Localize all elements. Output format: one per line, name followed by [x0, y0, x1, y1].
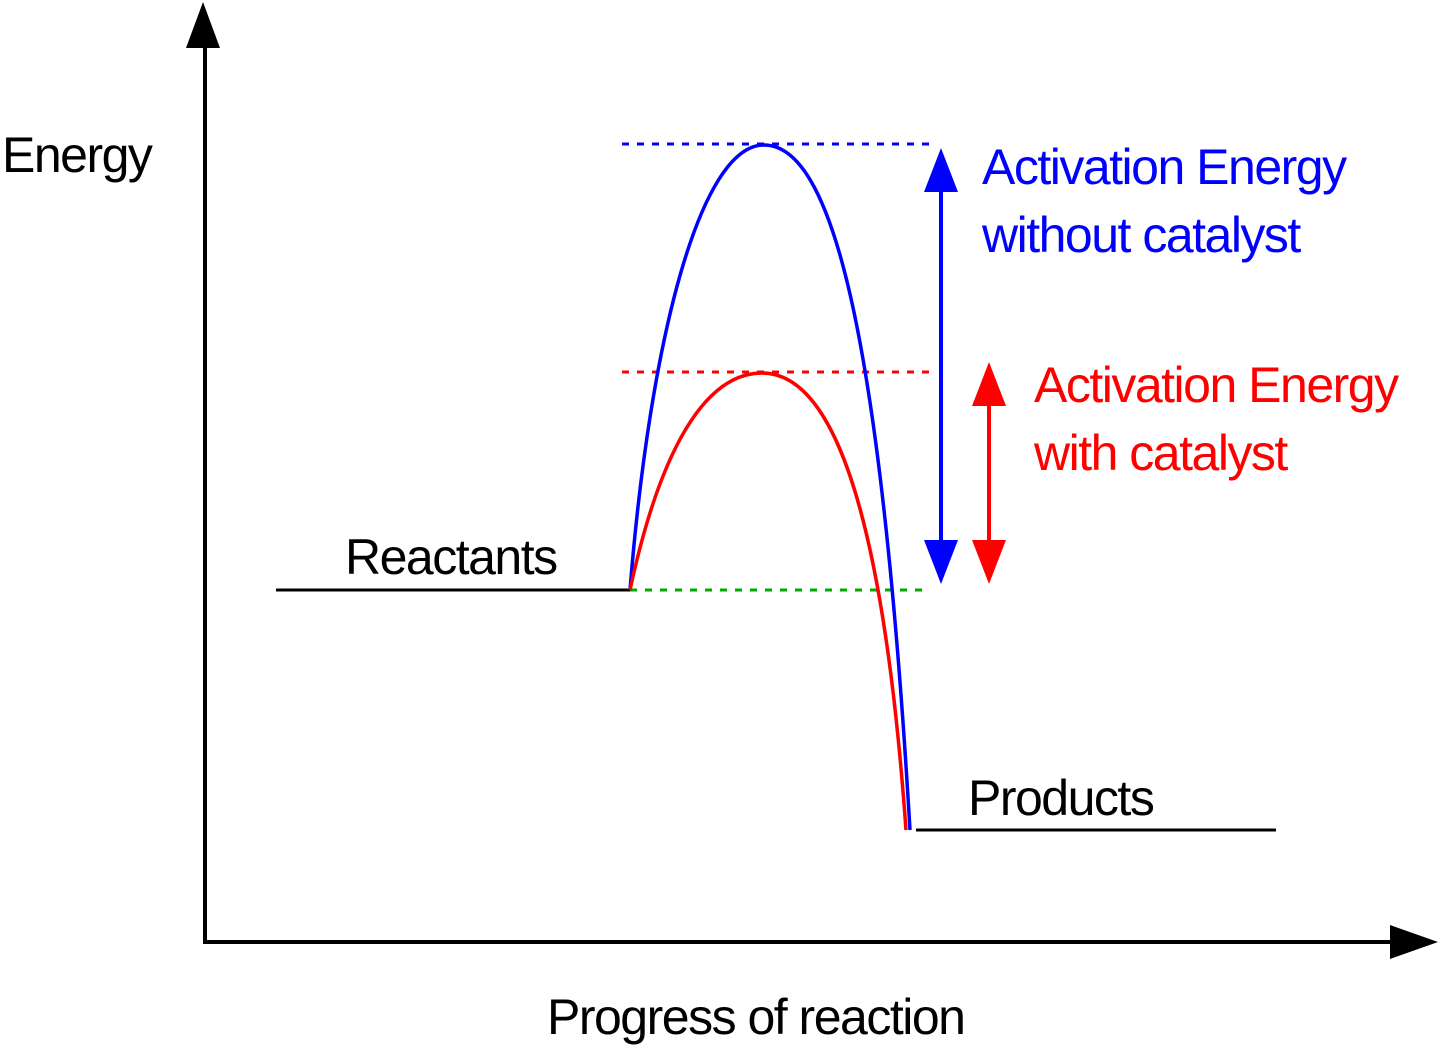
products-label: Products	[968, 770, 1154, 826]
energy-levels	[276, 588, 1276, 832]
labels: Energy Progress of reaction Reactants Pr…	[2, 127, 1401, 1045]
uncatalysed-curve	[628, 143, 912, 831]
uncatalysed-label-line1: Activation Energy	[982, 139, 1347, 195]
catalysed-arrow-down-head	[972, 540, 1006, 584]
x-axis-arrowhead	[1390, 925, 1438, 959]
y-axis-arrowhead	[186, 2, 220, 48]
uncatalysed-arrow-up-head	[924, 148, 958, 192]
catalysed-curve	[628, 371, 908, 831]
reference-lines	[622, 142, 930, 592]
reactants-label: Reactants	[345, 529, 557, 585]
activation-energy-arrows	[924, 148, 1006, 584]
catalysed-label-line1: Activation Energy	[1034, 357, 1399, 413]
axes	[186, 2, 1438, 959]
catalysed-arrow-up-head	[972, 362, 1006, 406]
uncatalysed-arrow-down-head	[924, 540, 958, 584]
x-axis-label: Progress of reaction	[547, 989, 964, 1045]
uncatalysed-label-line2: without catalyst	[981, 207, 1301, 263]
catalysed-label-line2: with catalyst	[1033, 425, 1288, 481]
reaction-curves	[628, 143, 912, 831]
y-axis-label: Energy	[2, 127, 153, 183]
